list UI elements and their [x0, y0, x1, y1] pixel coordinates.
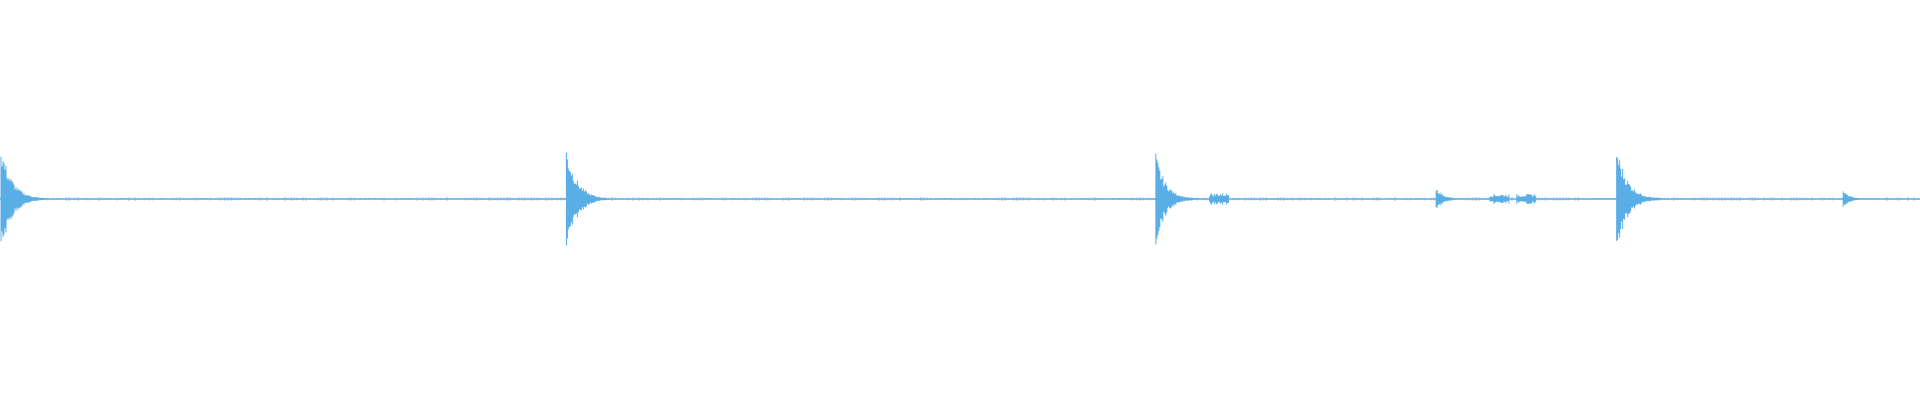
transient-spike [565, 152, 640, 246]
waveform-burst [1209, 193, 1230, 205]
waveform-transient [0, 156, 76, 242]
waveform-burst [1516, 194, 1537, 204]
transient-spike [0, 156, 76, 242]
waveform-transient [1435, 190, 1484, 208]
transient-spike [1842, 191, 1889, 207]
transient-ripple [1637, 195, 1652, 203]
waveform-transient [565, 152, 640, 246]
waveform-transients [0, 152, 1889, 246]
waveform-transient [1842, 191, 1889, 207]
transient-ripple [1179, 195, 1194, 203]
transient-ripple [21, 195, 36, 203]
transient-spike [1435, 190, 1484, 208]
waveform-transient [1616, 157, 1692, 241]
transient-ripple [588, 196, 603, 202]
transient-spike [1616, 157, 1692, 241]
waveform-burst [1489, 194, 1510, 204]
